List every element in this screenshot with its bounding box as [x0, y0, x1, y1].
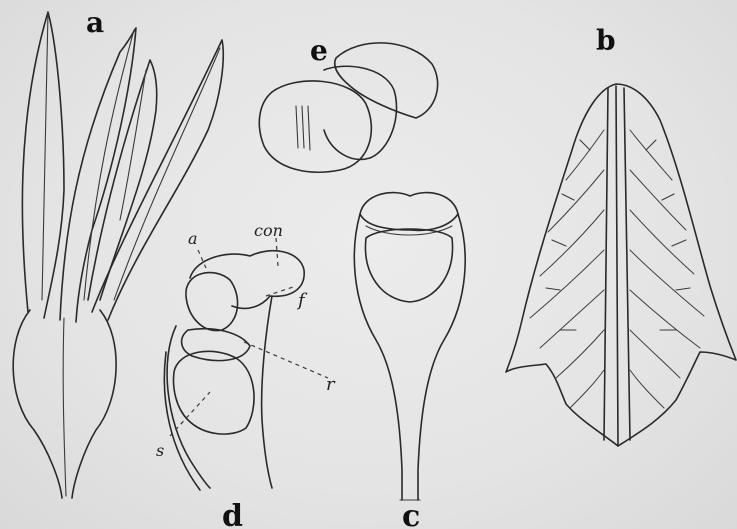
- panel-label-d: d: [222, 499, 243, 529]
- figure-c-organ: [354, 193, 465, 500]
- part-label-s: s: [156, 441, 164, 460]
- figure-a-bulb: [13, 12, 223, 498]
- panel-label-c: c: [402, 499, 420, 529]
- figure-e-discs: [259, 43, 437, 172]
- part-label-f: f: [296, 290, 308, 311]
- part-label-con: con: [254, 221, 283, 240]
- panel-label-a: a: [86, 6, 104, 39]
- figure-b-leaf: [506, 84, 736, 446]
- figure-d-section: [164, 238, 328, 490]
- part-label-r: r: [326, 374, 336, 395]
- panel-label-b: b: [596, 24, 616, 57]
- panel-label-e: e: [310, 34, 328, 67]
- part-label-a: a: [188, 229, 198, 248]
